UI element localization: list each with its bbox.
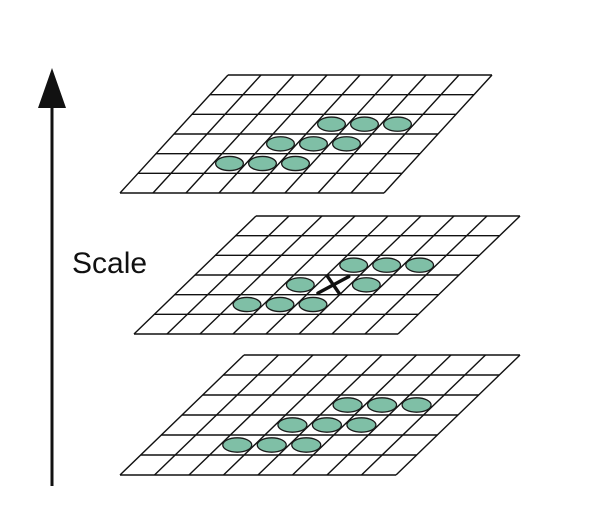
neighbor-sample-point	[351, 277, 381, 293]
neighbor-sample-point	[232, 296, 262, 313]
neighbor-sample-point	[265, 136, 296, 152]
center-sample-point	[298, 136, 329, 152]
grid-layer-upper-scale	[119, 74, 493, 194]
neighbor-sample-point	[346, 417, 377, 433]
neighbor-sample-point	[222, 437, 253, 453]
neighbor-sample-point	[280, 155, 311, 172]
scale-axis-label: Scale	[72, 247, 147, 280]
neighbor-sample-point	[401, 397, 432, 413]
neighbor-sample-point	[332, 397, 363, 413]
neighbor-sample-point	[405, 257, 435, 273]
grid-layer-current-scale	[133, 215, 521, 335]
neighbor-sample-point	[331, 136, 362, 152]
neighbor-sample-point	[366, 397, 398, 413]
center-sample-point	[311, 417, 343, 433]
sample-point-x-icon	[316, 274, 351, 296]
neighbor-sample-point	[285, 277, 315, 293]
neighbor-sample-point	[382, 116, 413, 132]
scale-axis	[38, 68, 66, 486]
neighbor-sample-point	[256, 437, 287, 453]
neighbor-sample-point	[339, 257, 369, 273]
neighbor-sample-point	[291, 437, 322, 453]
neighbor-sample-point	[247, 155, 278, 172]
neighbor-sample-point	[372, 257, 402, 273]
neighbor-sample-point	[349, 116, 380, 132]
scale-axis-arrowhead-icon	[38, 68, 66, 108]
neighbor-sample-point	[277, 417, 308, 433]
neighbor-sample-point	[316, 116, 347, 132]
neighbor-sample-point	[265, 296, 295, 313]
grid-layer-lower-scale	[119, 354, 521, 476]
neighbor-sample-point	[214, 155, 245, 172]
neighbor-sample-point	[298, 296, 328, 313]
x-stroke	[325, 274, 342, 296]
grid-layers	[119, 74, 521, 476]
